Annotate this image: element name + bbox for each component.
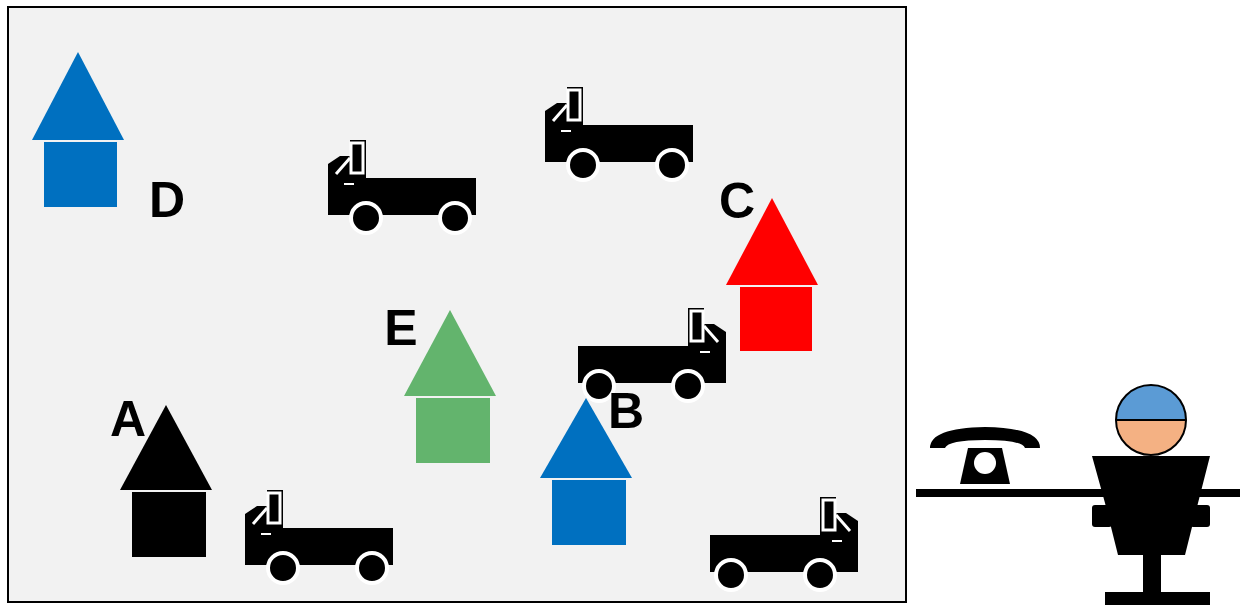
house-letter: D bbox=[149, 175, 185, 225]
dispatcher bbox=[1092, 385, 1210, 605]
map-panel bbox=[8, 7, 906, 602]
house-letter: A bbox=[110, 394, 146, 444]
house-letter: C bbox=[719, 176, 755, 226]
house-e bbox=[404, 310, 496, 463]
truck bbox=[328, 140, 476, 233]
truck bbox=[245, 490, 393, 583]
truck bbox=[710, 497, 858, 590]
house-d bbox=[32, 52, 124, 207]
telephone bbox=[930, 427, 1040, 484]
truck bbox=[578, 308, 726, 401]
truck bbox=[545, 87, 693, 180]
house-letter: B bbox=[608, 386, 644, 436]
house-letter: E bbox=[384, 303, 417, 353]
